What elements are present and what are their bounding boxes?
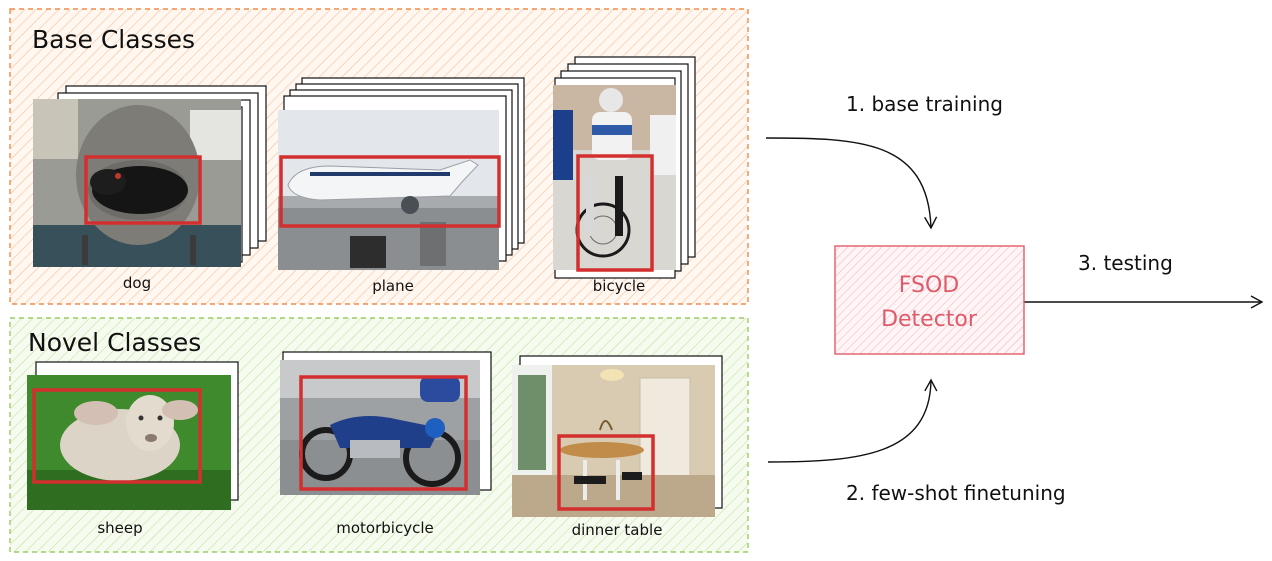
- bicycle-bbox: [576, 154, 654, 272]
- dog-image-stack: [33, 85, 267, 267]
- dog-photo: [33, 99, 241, 267]
- sheep-label: sheep: [97, 519, 142, 537]
- step2-label: 2. few-shot finetuning: [846, 481, 1066, 505]
- dinner-table-label: dinner table: [572, 521, 663, 539]
- bicycle-label: bicycle: [593, 277, 645, 295]
- dinner-table-bbox: [557, 434, 655, 511]
- bicycle-image-stack: [553, 56, 696, 279]
- plane-photo: [278, 110, 499, 270]
- dinner-table-image: [512, 355, 723, 517]
- detector-line1: FSOD: [899, 273, 960, 298]
- dinner-table-photo: [512, 365, 715, 517]
- novel-classes-panel: Novel Classes sheep: [9, 317, 749, 553]
- base-classes-panel: Base Classes dog: [9, 8, 749, 305]
- motorbicycle-bbox: [299, 375, 468, 491]
- novel-panel-title: Novel Classes: [28, 328, 201, 357]
- plane-bbox: [279, 155, 501, 228]
- base-panel-title: Base Classes: [32, 25, 195, 54]
- arrows: [765, 137, 1264, 463]
- fsod-detector-box: FSOD Detector: [834, 245, 1025, 355]
- dog-bbox: [84, 155, 202, 225]
- sheep-bbox: [32, 388, 202, 484]
- plane-image-stack: [278, 77, 525, 270]
- motorbicycle-label: motorbicycle: [336, 519, 433, 537]
- base-training-arrow: [765, 137, 938, 230]
- plane-label: plane: [372, 277, 414, 295]
- motorbicycle-photo: [280, 360, 480, 495]
- step3-label: 3. testing: [1078, 251, 1173, 275]
- sheep-image: [27, 361, 239, 510]
- dog-label: dog: [123, 274, 151, 292]
- step1-label: 1. base training: [846, 92, 1003, 116]
- bicycle-photo: [553, 85, 676, 270]
- detector-line2: Detector: [881, 307, 978, 332]
- sheep-photo: [27, 375, 231, 510]
- motorbicycle-image: [280, 351, 492, 495]
- finetuning-arrow: [767, 378, 938, 463]
